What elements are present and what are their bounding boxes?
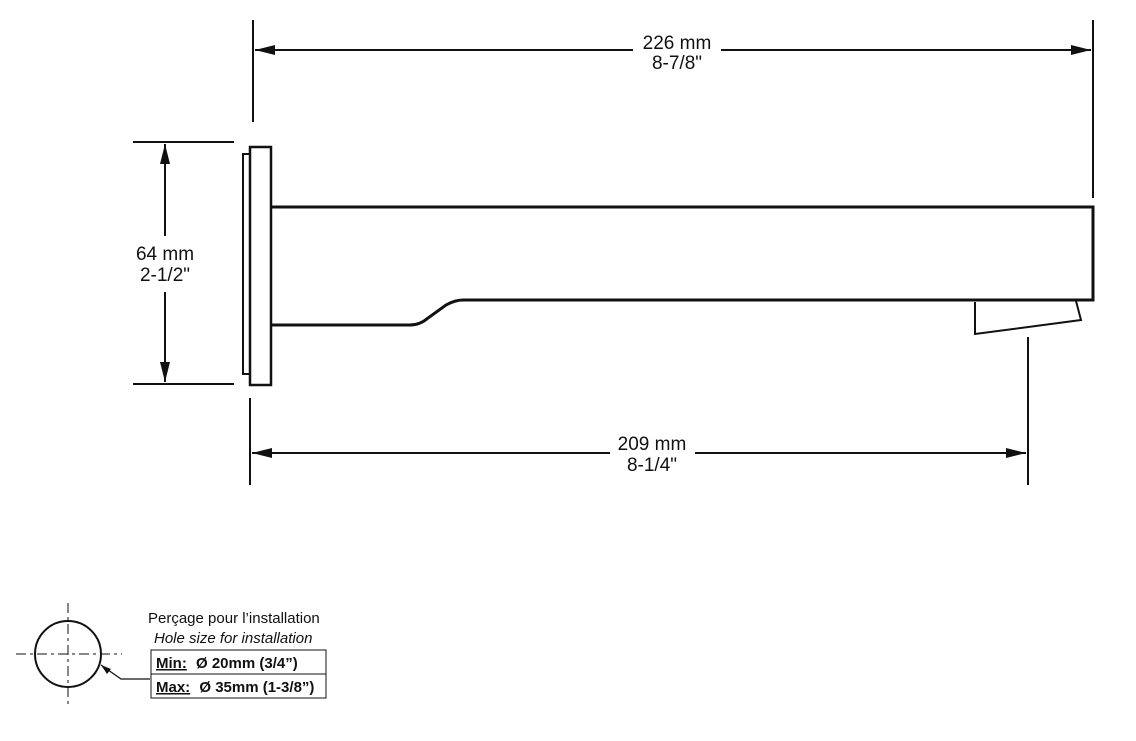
overall-length-metric: 226 mm <box>643 33 712 54</box>
spout-outlet-aerator <box>974 300 1083 336</box>
hole-note-title-fr: Perçage pour l’installation <box>148 610 320 627</box>
hole-max-value: Ø 35mm (1-3/8”) <box>199 679 314 696</box>
spout-profile <box>242 145 1095 387</box>
outlet-reach-dimension: 209 mm 8-1/4" <box>249 337 1029 485</box>
overall-length-dimension: 226 mm 8-7/8" <box>252 20 1094 198</box>
flange-height-metric: 64 mm <box>136 244 194 265</box>
wall-flange <box>248 145 273 387</box>
hole-min-row: Min: Ø 20mm (3/4”) <box>156 655 298 672</box>
flange-height-imperial: 2-1/2" <box>140 265 190 286</box>
hole-size-detail: Perçage pour l’installation Hole size fo… <box>16 603 327 706</box>
hole-min-value: Ø 20mm (3/4”) <box>196 655 298 672</box>
hole-max-row: Max: Ø 35mm (1-3/8”) <box>156 679 314 696</box>
flange-height-dimension: 64 mm 2-1/2" <box>133 141 234 385</box>
leader-arrow-icon <box>101 665 111 674</box>
outlet-reach-imperial: 8-1/4" <box>627 455 677 476</box>
hole-min-label: Min: <box>156 655 187 672</box>
overall-length-imperial: 8-7/8" <box>652 53 702 74</box>
hole-note-title-en: Hole size for installation <box>154 630 312 647</box>
outlet-reach-metric: 209 mm <box>618 434 687 455</box>
spout-body <box>271 205 1095 327</box>
hole-max-label: Max: <box>156 679 190 696</box>
